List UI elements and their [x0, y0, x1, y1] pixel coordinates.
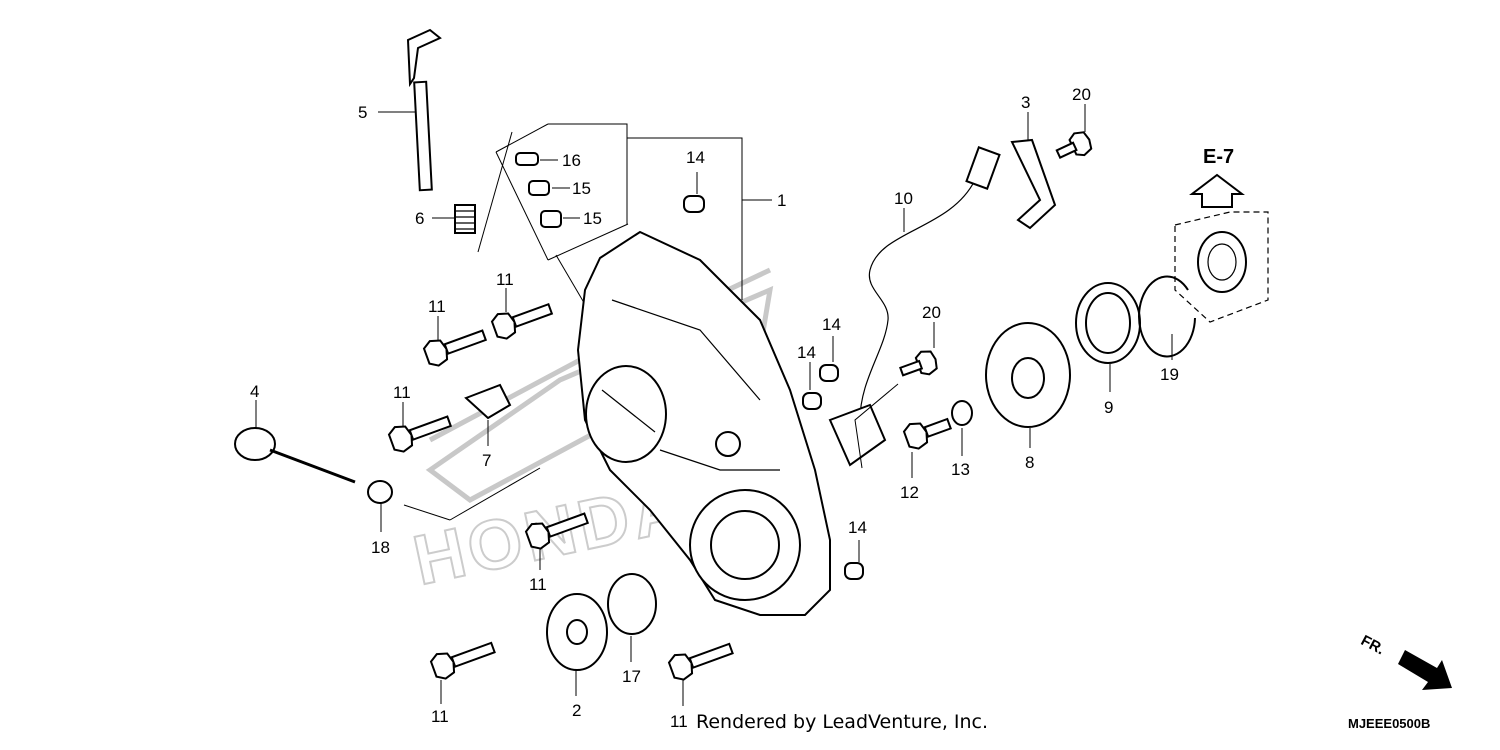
callout-15-b: 15 — [583, 209, 602, 228]
callout-16: 16 — [562, 151, 581, 170]
callout-7: 7 — [482, 451, 491, 470]
callout-13: 13 — [951, 460, 970, 479]
reference-e7-label: E-7 — [1203, 146, 1235, 168]
part-12-bolt — [902, 417, 953, 450]
part-17-o-ring — [607, 573, 657, 635]
callout-labels: 1 2 3 4 5 6 7 8 9 10 11 11 11 11 11 11 1… — [250, 85, 1179, 731]
leader-lines — [255, 104, 1173, 706]
group-bracket — [477, 123, 772, 331]
callout-11-f: 11 — [670, 712, 688, 731]
part-7-clip — [464, 383, 512, 420]
callout-14-d: 14 — [848, 518, 867, 537]
callout-1: 1 — [777, 191, 786, 210]
part-6-spring — [454, 204, 476, 234]
callout-8: 8 — [1025, 453, 1034, 472]
callout-6: 6 — [415, 209, 424, 228]
callout-5: 5 — [358, 103, 367, 122]
callout-12: 12 — [900, 483, 919, 502]
part-18-lead — [403, 504, 451, 521]
callout-14-c: 14 — [797, 343, 816, 362]
callout-3: 3 — [1021, 93, 1030, 112]
part-2-cap — [546, 593, 608, 671]
part-4-filler-cap — [234, 427, 356, 484]
callout-11-b: 11 — [496, 270, 514, 289]
part-18-lead-2 — [449, 467, 541, 521]
e7-bearing — [1174, 173, 1269, 323]
part-18-o-ring — [367, 480, 393, 504]
callout-11-d: 11 — [529, 575, 547, 594]
callout-19: 19 — [1160, 365, 1179, 384]
parts-20-bolts — [899, 131, 1093, 377]
parts-14-dowels — [683, 195, 864, 580]
callout-14-b: 14 — [822, 315, 841, 334]
callout-20-b: 20 — [922, 303, 941, 322]
callout-14-a: 14 — [686, 148, 705, 167]
fr-arrow-icon — [1398, 650, 1452, 690]
part-9-seal — [1075, 282, 1141, 364]
diagram-code: MJEEE0500B — [1348, 716, 1431, 731]
callout-17: 17 — [622, 667, 641, 686]
callout-4: 4 — [250, 382, 259, 401]
part-10-sensor — [828, 146, 1001, 467]
callout-11-e: 11 — [431, 707, 449, 726]
part-20-lead — [854, 383, 899, 469]
footer-credit: Rendered by LeadVenture, Inc. — [696, 711, 989, 733]
callout-20-a: 20 — [1072, 85, 1091, 104]
callout-18: 18 — [371, 538, 390, 557]
callout-10: 10 — [894, 189, 913, 208]
e7-arrow-icon — [1189, 173, 1245, 208]
part-8-rotor — [985, 322, 1071, 428]
parts-15-16-rings — [515, 152, 562, 228]
part-1-crankcase-cover — [576, 230, 831, 616]
part-19-snap-ring — [1138, 275, 1196, 358]
callout-2: 2 — [572, 701, 581, 720]
part-13-washer — [951, 400, 973, 426]
part-3-bracket — [1010, 138, 1057, 230]
parts-11-bolts — [387, 302, 734, 681]
part-5-rod — [406, 28, 442, 192]
callout-11-a: 11 — [428, 297, 446, 316]
callout-15-a: 15 — [572, 179, 591, 198]
callout-9: 9 — [1104, 398, 1113, 417]
callout-11-c: 11 — [393, 383, 411, 402]
